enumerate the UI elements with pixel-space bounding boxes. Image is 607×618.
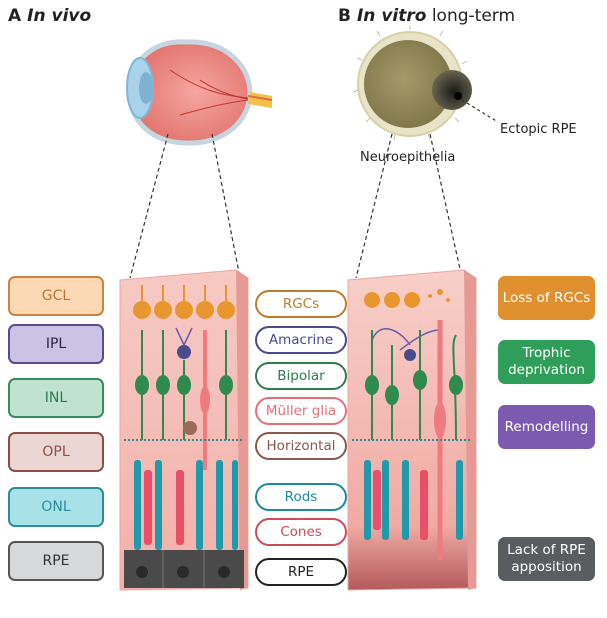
cell-label-text: Müller glia [265,403,337,419]
zoom-line-left-a [129,133,169,279]
cell-label-rgcs: RGCs [255,290,347,318]
ectopic-rpe-label: Ectopic RPE [500,122,577,137]
panel-a-letter: A [8,6,22,26]
cell-label-bipolar: Bipolar [255,362,347,390]
layer-label-text: IPL [45,336,67,352]
effect-trophic-deprivation: Trophic deprivation [498,340,595,384]
cell-label-text: RGCs [282,296,320,312]
effect-text: Loss of RGCs [502,289,591,306]
cell-label-rpe: RPE [255,558,347,586]
effect-loss-of-rgcs: Loss of RGCs [498,276,595,320]
tissue-block-b [347,269,477,591]
panel-b-title-rest: long-term [426,6,516,26]
cell-label-rods: Rods [255,483,347,511]
layer-label-gcl: GCL [8,276,104,316]
layer-label-text: ONL [41,499,71,515]
effect-lack-of-rpe-apposition: Lack of RPE apposition [498,537,595,581]
ectopic-rpe-leader [461,99,499,123]
cell-label-horizontal: Horizontal [255,432,347,460]
zoom-line-right-a [211,133,241,279]
eye-illustration [126,39,273,146]
effect-remodelling: Remodelling [498,405,595,449]
cell-label-text: Horizontal [266,438,336,454]
panel-a-title-italic: In vivo [27,6,92,26]
effect-text: Remodelling [504,418,589,435]
cell-label-text: Bipolar [277,368,325,384]
cell-label-cones: Cones [255,518,347,546]
layer-label-text: INL [44,390,68,406]
cell-label-amacrine: Amacrine [255,326,347,354]
effect-text: Trophic deprivation [508,345,585,378]
panel-b-letter: B [338,6,351,26]
tissue-block-a [119,269,249,591]
layer-label-text: OPL [42,444,70,460]
cell-label-text: Cones [280,524,322,540]
layer-label-inl: INL [8,378,104,418]
zoom-line-left-b [355,133,393,279]
zoom-line-right-b [429,133,463,279]
layer-label-text: GCL [41,288,71,304]
organoid-illustration [352,25,472,141]
effect-text: Lack of RPE apposition [507,542,586,575]
layer-label-text: RPE [42,553,70,569]
layer-label-ipl: IPL [8,324,104,364]
panel-b-title-italic: In vitro [356,6,427,26]
layer-label-onl: ONL [8,487,104,527]
layer-label-rpe: RPE [8,541,104,581]
neuroepithelia-label: Neuroepithelia [360,150,456,165]
layer-label-opl: OPL [8,432,104,472]
cell-label-muller-glia: Müller glia [255,397,347,425]
cell-label-text: RPE [287,564,315,580]
cell-label-text: Rods [284,489,318,505]
cell-label-text: Amacrine [268,332,334,348]
